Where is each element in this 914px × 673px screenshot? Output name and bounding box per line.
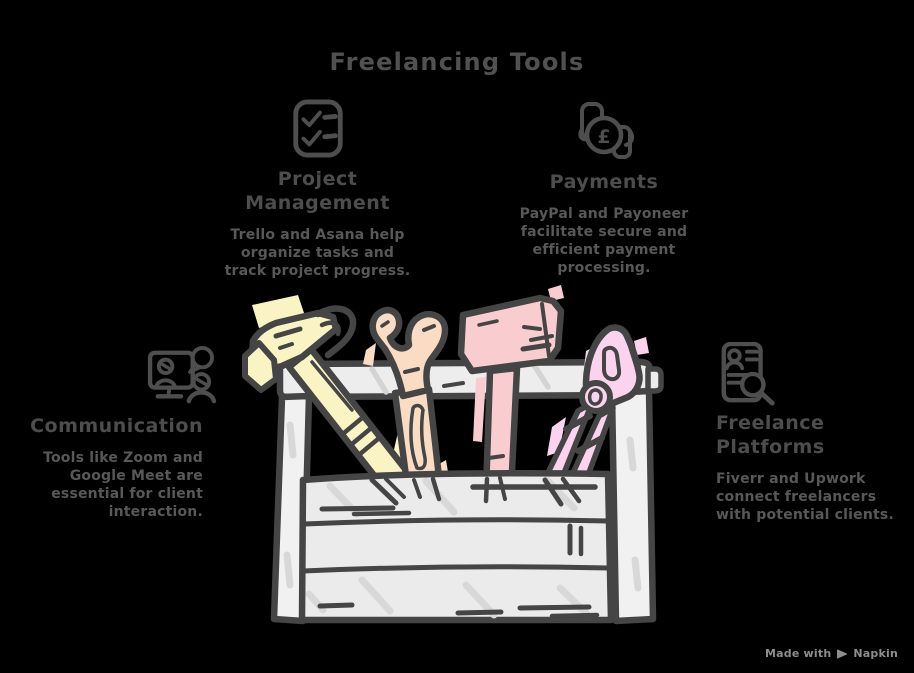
resume-search-icon (721, 342, 775, 406)
brand-label: Napkin (853, 647, 898, 660)
section-description: PayPal and Payoneer facilitate secure an… (519, 205, 689, 277)
section-communication: Communication Tools like Zoom and Google… (23, 345, 217, 522)
made-with-napkin[interactable]: Made with Napkin (765, 647, 898, 660)
section-heading: Project Management (245, 168, 390, 214)
pound-symbol: £ (597, 126, 610, 148)
hammer (242, 295, 417, 501)
money-transfer-icon: £ (578, 102, 634, 159)
page-title: Freelancing Tools (329, 48, 585, 76)
section-project-management: Project Management Trello and Asana help… (220, 98, 415, 280)
section-description: Tools like Zoom and Google Meet are esse… (43, 449, 203, 521)
section-description: Trello and Asana help organize tasks and… (224, 226, 411, 279)
section-freelance-platforms: Freelance Platforms Fiverr and Upwork co… (716, 342, 914, 524)
section-heading: Freelance Platforms (716, 412, 825, 458)
section-payments: £ Payments PayPal and Payoneer facilitat… (506, 101, 702, 278)
section-heading: Communication (30, 415, 203, 437)
toolbox-front-panel (298, 470, 615, 624)
made-with-label: Made with (765, 647, 832, 660)
napkin-logo-icon (837, 649, 848, 658)
section-heading: Payments (549, 171, 659, 193)
toolbox-illustration (225, 282, 685, 647)
video-call-chat-icon (147, 345, 217, 404)
section-description: Fiverr and Upwork connect freelancers wi… (716, 470, 894, 523)
checklist-icon (292, 99, 343, 158)
